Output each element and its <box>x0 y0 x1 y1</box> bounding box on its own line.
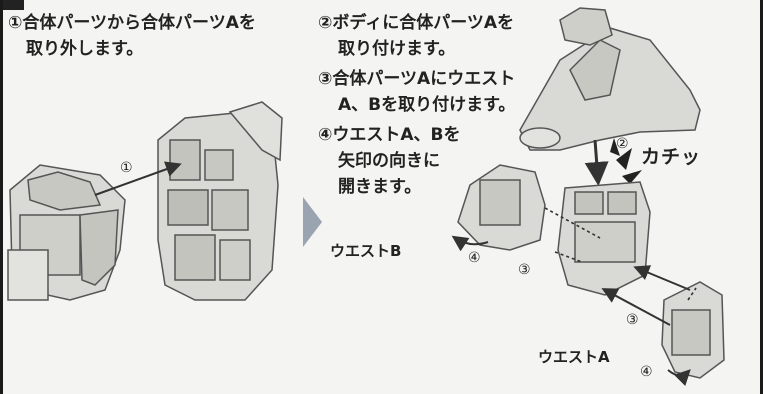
combined-part-a-illustration <box>7 164 126 301</box>
waist-a-illustration <box>661 281 725 379</box>
remove-arrow <box>94 161 182 196</box>
step-1-line-1: ①合体パーツから合体パーツAを <box>8 13 256 33</box>
marker-2: ② <box>616 136 629 152</box>
marker-4-waist-a: ④ <box>640 364 653 380</box>
step-4-line-2: 矢印の向きに <box>338 151 440 171</box>
step-2-instruction: ②ボディに合体パーツAを 取り付けます。 <box>318 10 514 62</box>
click-burst-icon <box>610 138 642 184</box>
frame-border-left <box>0 0 3 394</box>
marker-4-waist-b: ④ <box>468 250 481 266</box>
step-4-line-3: 開きます。 <box>338 177 422 197</box>
assembled-part-a-illustration <box>557 181 651 296</box>
step-4-instruction: ④ウエストA、Bを 矢印の向きに 開きます。 <box>318 122 461 200</box>
step-1-instruction: ①合体パーツから合体パーツAを 取り外します。 <box>8 10 256 62</box>
marker-3-waist-a: ③ <box>626 312 639 328</box>
frame-border-right <box>760 0 763 394</box>
next-step-arrow-icon <box>303 197 322 247</box>
step-1-line-2: 取り外します。 <box>26 39 144 59</box>
waist-a-label: ウエストA <box>538 348 610 366</box>
step-2-line-2: 取り付けます。 <box>338 39 456 59</box>
alignment-dotted-lines <box>544 207 697 301</box>
insert-arrows <box>451 235 691 387</box>
step-3-line-1: ③合体パーツAにウエスト <box>318 69 516 89</box>
header-tab <box>0 0 24 10</box>
combined-part-illustration <box>157 101 283 301</box>
waist-b-label: ウエストB <box>330 242 402 260</box>
step-3-instruction: ③合体パーツAにウエスト A、Bを取り付けます。 <box>318 66 515 118</box>
marker-1: ① <box>120 160 133 176</box>
waist-b-illustration <box>457 164 546 251</box>
step-2-line-1: ②ボディに合体パーツAを <box>318 13 515 33</box>
step-4-line-1: ④ウエストA、Bを <box>318 125 461 145</box>
body-vehicle-illustration <box>519 7 701 151</box>
attach-arrow <box>584 139 609 186</box>
marker-3-waist-b: ③ <box>518 262 531 278</box>
click-sound-label: カチッ <box>641 146 702 168</box>
step-3-line-2: A、Bを取り付けます。 <box>338 95 516 115</box>
